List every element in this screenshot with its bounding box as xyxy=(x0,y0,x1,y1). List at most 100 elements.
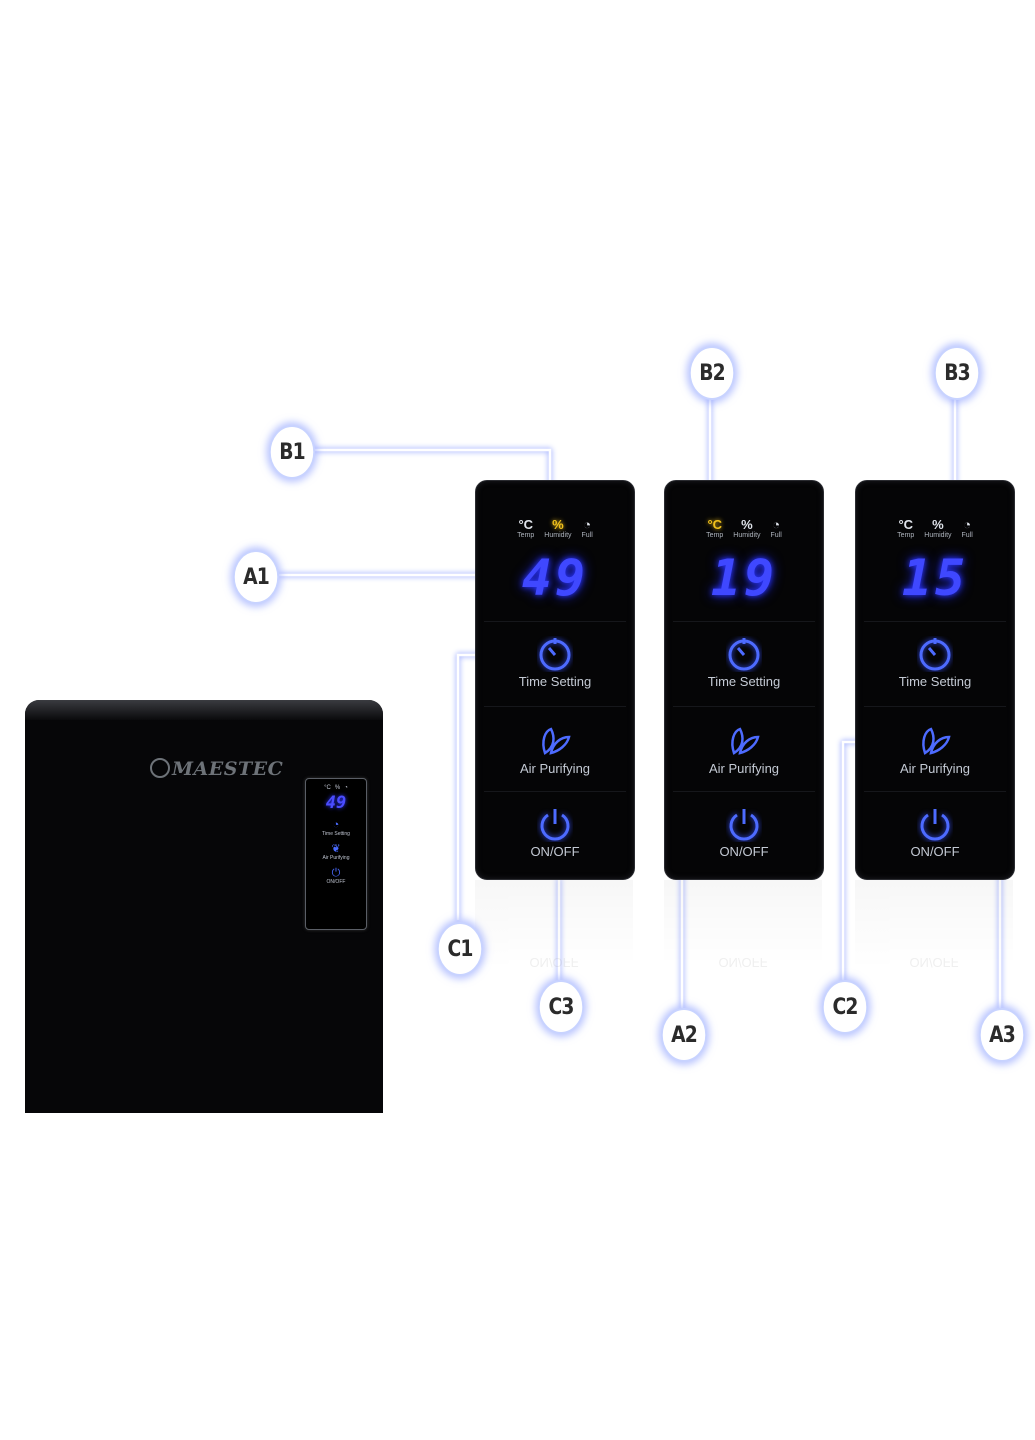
brand-logo: MAESTEC xyxy=(150,758,283,780)
led-display: 19 xyxy=(710,549,778,607)
mini-time-button[interactable]: ◔Time Setting xyxy=(306,819,366,837)
callout-c1: C1 xyxy=(437,922,483,976)
mini-power-label: ON/OFF xyxy=(326,879,346,885)
power-label: ON/OFF xyxy=(910,844,960,859)
callout-b3: B3 xyxy=(934,346,980,400)
panel-reflection-3: ON/OFF xyxy=(855,880,1013,970)
divider xyxy=(673,706,815,707)
callout-b2: B2 xyxy=(689,346,735,400)
led-display: 15 xyxy=(901,549,969,607)
mini-control-panel: °C%◔ 49 ◔Time Setting ❦Air Purifying ⏻ON… xyxy=(305,778,367,930)
air-purifying-button[interactable]: Air Purifying xyxy=(476,723,634,776)
callout-a1: A1 xyxy=(233,550,279,604)
divider xyxy=(864,621,1006,622)
temp-label: Temp xyxy=(706,532,724,539)
humidity-indicator: %Humidity xyxy=(924,517,951,539)
divider xyxy=(864,791,1006,792)
callout-c3: C3 xyxy=(538,980,584,1034)
divider xyxy=(673,621,815,622)
humidity-icon: % xyxy=(741,517,753,532)
power-icon xyxy=(729,809,759,841)
air-purifying-label: Air Purifying xyxy=(899,761,971,776)
reflection-label: ON/OFF xyxy=(718,955,768,970)
humidity-icon: % xyxy=(932,517,944,532)
humidity-label: Humidity xyxy=(544,532,572,539)
device-top-edge xyxy=(25,700,383,720)
time-setting-label: Time Setting xyxy=(707,674,781,689)
time-setting-label: Time Setting xyxy=(518,674,592,689)
brand-name: MAESTEC xyxy=(172,758,284,780)
mini-power-button[interactable]: ⏻ON/OFF xyxy=(306,867,366,885)
mini-air-button[interactable]: ❦Air Purifying xyxy=(306,843,366,861)
mini-time-label: Time Setting xyxy=(322,831,350,837)
power-button[interactable]: ON/OFF xyxy=(476,806,634,859)
mini-indicators: °C%◔ xyxy=(306,785,366,791)
time-setting-label: Time Setting xyxy=(898,674,972,689)
air-purifying-button[interactable]: Air Purifying xyxy=(665,723,823,776)
timer-icon xyxy=(539,638,571,671)
full-label: Full xyxy=(770,532,782,539)
logo-mark-icon xyxy=(150,758,170,778)
tank-full-icon: ◔ xyxy=(963,517,972,532)
mini-full-icon: ◔ xyxy=(344,785,348,791)
timer-icon xyxy=(919,638,951,671)
humidity-indicator: %Humidity xyxy=(733,517,760,539)
full-label: Full xyxy=(581,532,593,539)
humidity-label: Humidity xyxy=(733,532,761,539)
full-indicator: ◔Full xyxy=(962,517,973,539)
air-purifying-button[interactable]: Air Purifying xyxy=(856,723,1014,776)
divider xyxy=(484,621,626,622)
leaf-icon: ❦ xyxy=(331,843,341,855)
tank-full-icon: ◔ xyxy=(583,517,592,532)
power-button[interactable]: ON/OFF xyxy=(856,806,1014,859)
time-setting-button[interactable]: Time Setting xyxy=(476,636,634,689)
callout-b1: B1 xyxy=(269,425,315,479)
mini-display: 49 xyxy=(325,793,347,813)
panel-reflection-1: ON/OFF xyxy=(475,880,633,970)
power-icon: ⏻ xyxy=(331,867,341,879)
divider xyxy=(673,791,815,792)
timer-icon: ◔ xyxy=(332,819,340,831)
panel-reflection-2: ON/OFF xyxy=(664,880,822,970)
temp-label: Temp xyxy=(897,532,915,539)
callout-a3: A3 xyxy=(979,1008,1025,1062)
time-setting-button[interactable]: Time Setting xyxy=(856,636,1014,689)
time-setting-button[interactable]: Time Setting xyxy=(665,636,823,689)
divider xyxy=(864,706,1006,707)
power-icon xyxy=(540,809,570,841)
leaf-icon xyxy=(542,727,571,755)
reflection-label: ON/OFF xyxy=(529,955,579,970)
full-indicator: ◔Full xyxy=(771,517,782,539)
humidity-label: Humidity xyxy=(924,532,952,539)
temp-icon: °C xyxy=(518,517,534,532)
power-button[interactable]: ON/OFF xyxy=(665,806,823,859)
humidity-indicator: %Humidity xyxy=(544,517,571,539)
leaf-icon xyxy=(731,727,760,755)
power-icon xyxy=(920,809,950,841)
callout-c2: C2 xyxy=(822,980,868,1034)
power-label: ON/OFF xyxy=(530,844,580,859)
dehumidifier-device: MAESTEC °C%◔ 49 ◔Time Setting ❦Air Purif… xyxy=(25,700,383,1113)
air-purifying-label: Air Purifying xyxy=(708,761,780,776)
reflection-label: ON/OFF xyxy=(909,955,959,970)
mini-temp-icon: °C xyxy=(324,785,331,791)
temp-icon: °C xyxy=(707,517,723,532)
humidity-icon: % xyxy=(552,517,564,532)
divider xyxy=(484,706,626,707)
mini-humidity-icon: % xyxy=(334,785,341,791)
full-indicator: ◔Full xyxy=(582,517,593,539)
callout-a2: A2 xyxy=(661,1008,707,1062)
led-display: 49 xyxy=(521,549,589,607)
timer-icon xyxy=(728,638,760,671)
temp-icon: °C xyxy=(898,517,914,532)
full-label: Full xyxy=(961,532,973,539)
